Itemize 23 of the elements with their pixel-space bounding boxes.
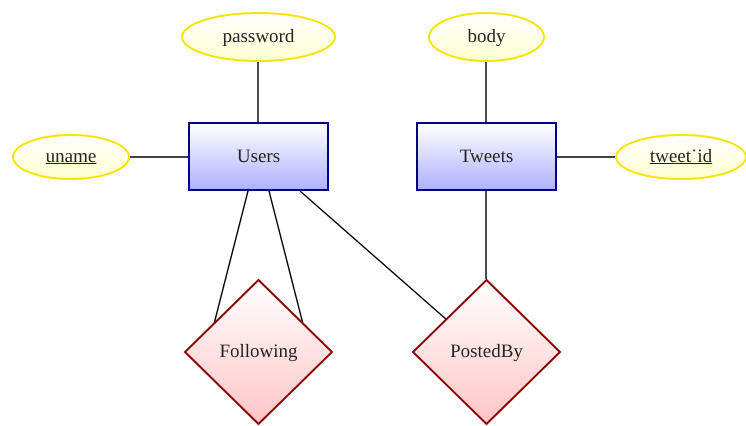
entity-name: Users [236,146,280,168]
attribute-name: body [468,26,506,48]
connector-line [268,190,304,324]
connector-line [485,62,487,122]
attribute-name: password [222,26,294,48]
connector-line [557,156,615,158]
relationship-name: PostedBy [450,341,523,363]
entity-box [188,122,329,191]
connector-line [257,62,259,122]
connector-line [213,190,249,324]
key-attribute-ellipse [12,134,130,180]
attribute-name: tweet˙id [650,146,712,168]
attribute-name: uname [46,146,96,168]
relationship-name: Following [219,341,298,363]
attribute-ellipse [428,12,545,62]
relationship-diamond [412,279,561,425]
connector-line [485,191,487,279]
connector-line [130,156,188,158]
relationship-diamond [184,279,333,425]
attribute-ellipse [181,12,336,62]
entity-box [416,122,557,191]
entity-name: Tweets [460,146,514,168]
connector-line [300,190,448,321]
